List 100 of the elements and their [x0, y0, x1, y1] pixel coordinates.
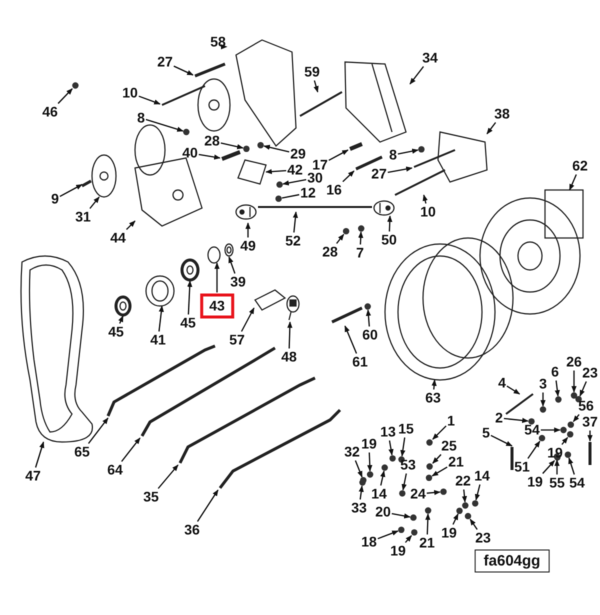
fastener-part — [426, 474, 432, 481]
leader-line — [328, 149, 349, 161]
callout-number: 54 — [524, 422, 540, 438]
leader-line — [402, 473, 407, 491]
stud — [162, 85, 206, 106]
fastener-part — [426, 463, 433, 470]
callout-number: 46 — [42, 104, 58, 120]
callout-number: 56 — [578, 398, 594, 414]
callout-number: 65 — [74, 444, 90, 460]
fastener-part — [410, 514, 417, 521]
bolt — [194, 62, 226, 78]
ring — [207, 246, 221, 264]
callout-number: 27 — [157, 54, 173, 70]
callout-number: 18 — [361, 534, 377, 550]
callout-number: 14 — [474, 468, 490, 484]
pin — [221, 150, 241, 161]
callout-number: 8 — [137, 110, 145, 126]
leader-line — [263, 144, 290, 153]
callout-number: 13 — [380, 424, 396, 440]
fastener-part — [555, 396, 562, 403]
leader-line — [58, 88, 73, 104]
leader-line — [388, 440, 394, 456]
bolt — [355, 156, 383, 170]
leader-line — [542, 460, 555, 474]
callout-number: 19 — [527, 474, 543, 490]
callout-number: 48 — [281, 350, 297, 364]
fastener-part — [257, 142, 264, 148]
leader-line — [490, 434, 513, 447]
callout-number: 14 — [371, 486, 387, 502]
leader-line — [265, 169, 286, 174]
callout-number: 42 — [287, 162, 303, 178]
leader-line — [409, 66, 424, 85]
fastener-part — [411, 529, 418, 536]
fastener-part — [560, 426, 567, 434]
callout-number: 36 — [184, 522, 200, 538]
callout-number: 50 — [381, 232, 397, 248]
callout-number: 32 — [344, 444, 360, 460]
callout-number: 62 — [572, 158, 588, 174]
leader-line — [336, 234, 344, 244]
callout-number: 37 — [582, 414, 598, 430]
fastener-part — [275, 196, 282, 202]
pivot-bracket — [134, 124, 203, 227]
leader-line — [196, 489, 219, 522]
leader-line — [198, 154, 221, 160]
fastener-part — [183, 128, 190, 136]
leader-line — [292, 211, 298, 233]
leader-line — [527, 440, 540, 459]
bolt — [588, 442, 592, 465]
rod — [505, 393, 534, 415]
callout-number: 54 — [569, 476, 585, 490]
callout-number: 19 — [361, 436, 377, 452]
leader-line — [240, 307, 255, 332]
callout-number: 24 — [410, 486, 426, 502]
leader-line — [220, 142, 244, 150]
callout-number: 47 — [25, 468, 41, 484]
leader-line — [554, 459, 560, 474]
fastener-part — [358, 225, 364, 232]
leader-line — [432, 454, 442, 464]
leader-line — [474, 484, 481, 501]
fastener-part — [538, 434, 546, 442]
callout-number: 4 — [498, 376, 506, 390]
callout-number: 39 — [230, 274, 246, 290]
callout-number: 21 — [448, 454, 464, 470]
fastener-part — [424, 507, 432, 514]
leader-line — [452, 513, 459, 525]
callout-number: 19 — [441, 526, 457, 540]
fastener-part — [564, 452, 572, 458]
leader-line — [388, 166, 413, 174]
leader-line — [118, 315, 124, 324]
callout-number: 17 — [312, 158, 328, 172]
leader-line — [572, 414, 580, 422]
callout-number: 7 — [356, 246, 364, 260]
fastener-part — [472, 500, 478, 507]
leader-line — [569, 174, 577, 191]
fastener-part — [567, 431, 574, 438]
leader-line — [470, 518, 478, 530]
fastener-part — [382, 464, 388, 471]
callout-number: 25 — [441, 438, 457, 454]
callout-number: 8 — [389, 148, 397, 162]
leader-line — [158, 464, 178, 489]
callout-number: 28 — [322, 244, 338, 260]
hose — [106, 344, 216, 417]
callout-number: 60 — [362, 328, 378, 342]
fastener-part — [389, 455, 396, 462]
callout-number: 2 — [495, 410, 503, 426]
belt — [20, 255, 93, 443]
sleeve — [145, 275, 175, 307]
callout-number: 16 — [326, 182, 342, 198]
callout-number: 57 — [229, 332, 245, 348]
leader-line — [432, 379, 437, 390]
pulley — [91, 154, 117, 198]
callout-number: 51 — [514, 460, 530, 474]
callout-number: 59 — [304, 64, 320, 80]
callout-number: 10 — [420, 204, 436, 220]
leader-line — [228, 256, 236, 274]
leader-line — [282, 194, 300, 199]
callout-number: 28 — [204, 134, 220, 148]
callout-number: 9 — [51, 192, 59, 206]
callout-number: 43 — [200, 294, 234, 318]
leader-line — [287, 321, 292, 349]
